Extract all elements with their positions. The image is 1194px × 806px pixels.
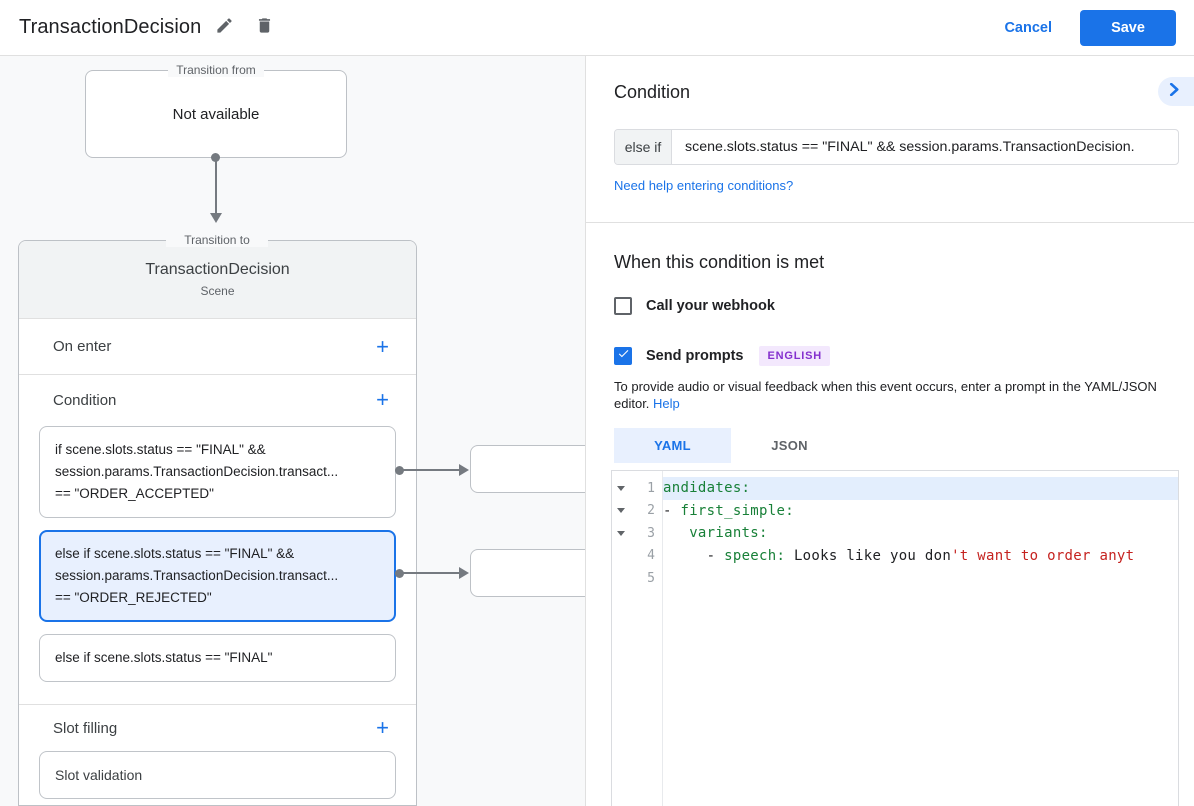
line-number: 1 xyxy=(647,480,655,496)
code-token: - xyxy=(663,547,725,564)
slot-filling-label: Slot filling xyxy=(53,719,118,737)
scene-subtitle: Scene xyxy=(200,284,235,298)
condition-help-link[interactable]: Need help entering conditions? xyxy=(614,178,794,193)
condition-line: == "ORDER_ACCEPTED" xyxy=(55,486,214,501)
connector-line xyxy=(399,469,460,471)
transition-from-label: Transition from xyxy=(168,63,264,77)
panel-divider xyxy=(586,222,1194,223)
condition-line: session.params.TransactionDecision.trans… xyxy=(55,568,339,583)
webhook-label: Call your webhook xyxy=(646,298,775,314)
arrow-down-connector xyxy=(210,213,222,223)
condition-prefix: else if xyxy=(615,130,672,164)
code-token: 't want to order anyt xyxy=(951,547,1135,564)
condition-card-final[interactable]: else if scene.slots.status == "FINAL" xyxy=(39,634,396,682)
code-line: variants: xyxy=(663,522,1178,545)
condition-card-rejected-selected[interactable]: else if scene.slots.status == "FINAL" &&… xyxy=(39,530,396,622)
fold-arrow-icon[interactable] xyxy=(617,485,625,491)
slot-validation-label: Slot validation xyxy=(55,767,143,783)
add-condition-button[interactable]: + xyxy=(376,387,389,412)
section-divider xyxy=(19,704,416,705)
condition-expression-input[interactable] xyxy=(672,130,1178,164)
when-condition-heading: When this condition is met xyxy=(614,252,825,272)
tab-json[interactable]: JSON xyxy=(771,438,808,453)
page-title: TransactionDecision xyxy=(19,16,202,38)
checkbox-checked-icon xyxy=(617,347,630,365)
delete-icon xyxy=(255,16,274,40)
send-prompts-checkbox[interactable] xyxy=(614,347,632,365)
condition-line: session.params.TransactionDecision.trans… xyxy=(55,464,339,479)
condition-line: == "ORDER_REJECTED" xyxy=(55,590,212,605)
code-token: speech: xyxy=(724,547,786,564)
condition-line: else if scene.slots.status == "FINAL" xyxy=(55,650,273,665)
collapse-panel-button[interactable] xyxy=(1158,77,1194,106)
edit-button[interactable] xyxy=(207,11,241,45)
send-prompts-row: Send prompts ENGLISH xyxy=(614,346,830,366)
arrow-right-connector xyxy=(459,464,469,476)
send-prompts-label: Send prompts xyxy=(646,348,744,364)
cancel-button[interactable]: Cancel xyxy=(1004,19,1052,36)
code-line: - first_simple: xyxy=(663,500,1178,523)
line-number: 5 xyxy=(647,570,655,586)
scene-title: TransactionDecision xyxy=(145,261,290,278)
scene-card-header[interactable]: TransactionDecision Scene xyxy=(19,241,416,319)
code-line xyxy=(663,567,1178,590)
slot-filling-section-head: Slot filling + xyxy=(19,705,416,751)
edit-icon xyxy=(215,16,234,40)
condition-section-label: Condition xyxy=(53,391,117,409)
line-number: 3 xyxy=(647,525,655,541)
code-token xyxy=(663,525,689,541)
on-enter-label: On enter xyxy=(53,338,112,355)
on-enter-row[interactable]: On enter + xyxy=(19,319,416,375)
add-slot-button[interactable]: + xyxy=(376,715,389,740)
code-line-active: andidates: xyxy=(663,477,1178,500)
tab-yaml[interactable]: YAML xyxy=(614,428,731,463)
code-token: variants: xyxy=(689,525,768,541)
condition-card-accepted[interactable]: if scene.slots.status == "FINAL" && sess… xyxy=(39,426,396,518)
help-link[interactable]: Help xyxy=(653,396,680,411)
flow-canvas: Transition from Not available Transition… xyxy=(0,56,585,806)
code-line: - speech: Looks like you don't want to o… xyxy=(663,545,1178,568)
arrow-right-connector xyxy=(459,567,469,579)
code-token: first_simple: xyxy=(680,502,794,519)
scene-card: TransactionDecision Scene On enter + Con… xyxy=(18,240,417,806)
save-button[interactable]: Save xyxy=(1080,9,1176,46)
condition-line: else if scene.slots.status == "FINAL" && xyxy=(55,546,295,561)
condition-line: if scene.slots.status == "FINAL" && xyxy=(55,442,266,457)
editor-tabs: YAML JSON xyxy=(614,428,848,463)
transition-from-value: Not available xyxy=(172,105,260,123)
webhook-checkbox[interactable] xyxy=(614,297,632,315)
line-number: 2 xyxy=(647,503,655,519)
chevron-right-icon xyxy=(1169,82,1180,101)
webhook-row: Call your webhook xyxy=(614,297,775,315)
slot-validation-card[interactable]: Slot validation xyxy=(39,751,396,799)
condition-input-group: else if xyxy=(614,129,1179,165)
code-token: Looks like you don xyxy=(785,547,952,564)
transition-target-box[interactable] xyxy=(470,549,585,597)
transition-from-box[interactable]: Not available xyxy=(85,70,347,158)
connector-line xyxy=(215,157,217,213)
condition-detail-panel: Condition else if Need help entering con… xyxy=(585,56,1194,806)
editor-code-area[interactable]: andidates: - first_simple: variants: - s… xyxy=(663,471,1178,806)
top-bar: TransactionDecision Cancel Save xyxy=(0,0,1194,56)
feedback-text: To provide audio or visual feedback when… xyxy=(614,379,1157,411)
code-token: andidates: xyxy=(663,480,751,496)
fold-arrow-icon[interactable] xyxy=(617,530,625,536)
transition-to-label: Transition to xyxy=(166,233,268,247)
line-number: 4 xyxy=(647,548,655,564)
language-badge: ENGLISH xyxy=(759,346,830,366)
connector-line xyxy=(399,572,460,574)
feedback-helper-text: To provide audio or visual feedback when… xyxy=(614,378,1180,412)
editor-gutter: 1 2 3 4 5 xyxy=(612,471,663,806)
delete-button[interactable] xyxy=(247,11,281,45)
transition-target-box[interactable] xyxy=(470,445,585,493)
condition-section-head: Condition + xyxy=(19,375,416,425)
code-token: - xyxy=(663,502,681,519)
fold-arrow-icon[interactable] xyxy=(617,508,625,514)
add-on-enter-button[interactable]: + xyxy=(376,333,389,359)
panel-condition-heading: Condition xyxy=(614,82,691,102)
yaml-editor[interactable]: 1 2 3 4 5 andidates: - first_simple: var… xyxy=(611,470,1179,806)
